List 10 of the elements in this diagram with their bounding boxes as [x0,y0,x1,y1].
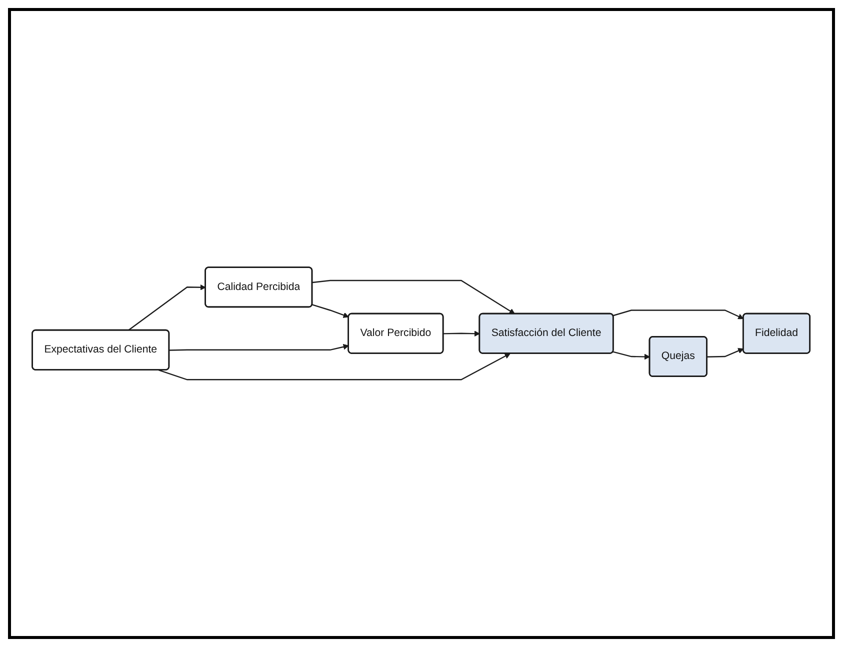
flowchart: Calidad Percibida Valor Percibido Expectativas del Cliente Satisfacción del Cliente Quejas Fidelidad [27,262,816,385]
arrow [170,344,350,351]
arrow [312,304,350,318]
arrow [128,284,206,331]
arrow [613,310,744,320]
arrow [613,351,650,360]
arrow [158,353,511,380]
arrow [708,348,744,358]
arrow [444,330,480,337]
arrow [312,280,516,314]
